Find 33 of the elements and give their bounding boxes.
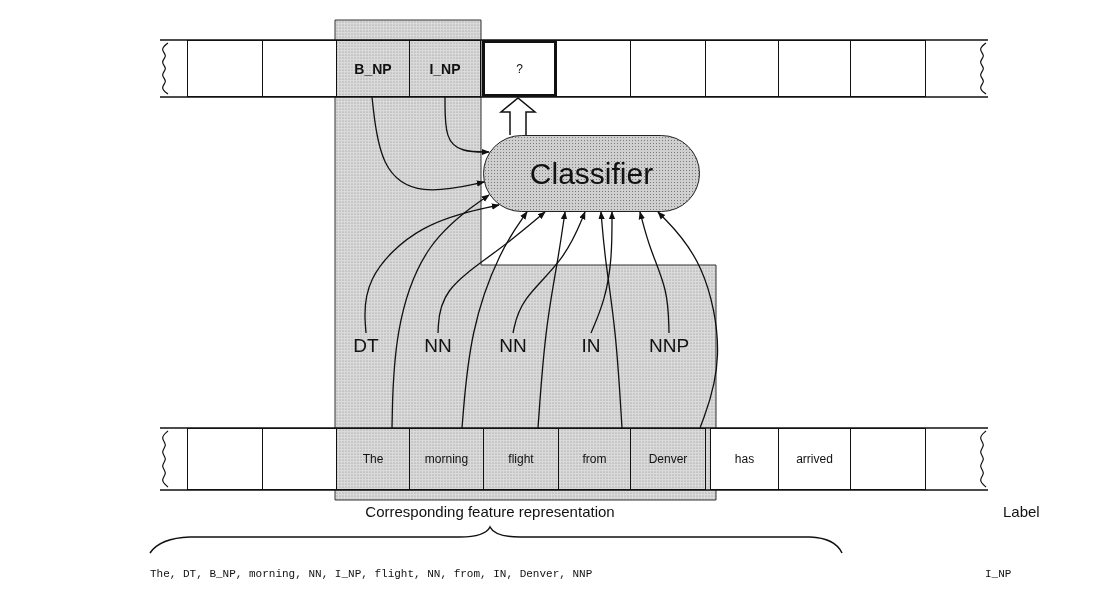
arrow bbox=[364, 203, 500, 334]
arrow bbox=[371, 96, 485, 191]
tape-cell: B_NP bbox=[336, 40, 410, 97]
tape-cell: morning bbox=[409, 428, 484, 490]
block-arrow bbox=[498, 97, 538, 136]
label-value: I_NP bbox=[985, 568, 1012, 580]
arrow bbox=[512, 211, 586, 334]
tape-cell: ? bbox=[482, 40, 557, 97]
tape-cell: from bbox=[558, 428, 631, 490]
arrow bbox=[590, 211, 616, 334]
pos-tag: NN bbox=[420, 333, 456, 359]
arrow bbox=[437, 211, 546, 334]
arrow bbox=[537, 211, 568, 429]
arrow bbox=[444, 96, 490, 156]
pos-tag: DT bbox=[348, 333, 384, 359]
arrow bbox=[391, 194, 490, 429]
caption-text: Corresponding feature representation bbox=[365, 503, 615, 520]
pos-tag: NNP bbox=[647, 333, 691, 359]
arrow bbox=[657, 211, 719, 429]
classifier-box: Classifier bbox=[483, 135, 700, 212]
arrow bbox=[638, 211, 670, 334]
pos-tag: IN bbox=[578, 333, 604, 359]
arrow bbox=[461, 211, 528, 429]
tape-cell: Denver bbox=[630, 428, 706, 490]
tape-cell: has bbox=[710, 428, 779, 490]
pos-tag: NN bbox=[495, 333, 531, 359]
tape-cell: arrived bbox=[778, 428, 851, 490]
arrow bbox=[598, 211, 623, 429]
feature-vector-text: The, DT, B_NP, morning, NN, I_NP, flight, NN, from, IN, Denver, NNP bbox=[150, 568, 593, 580]
column-heading: Label bbox=[1003, 503, 1040, 520]
tape-cell: I_NP bbox=[409, 40, 481, 97]
tape-cell: flight bbox=[483, 428, 559, 490]
tape-cell: The bbox=[336, 428, 410, 490]
